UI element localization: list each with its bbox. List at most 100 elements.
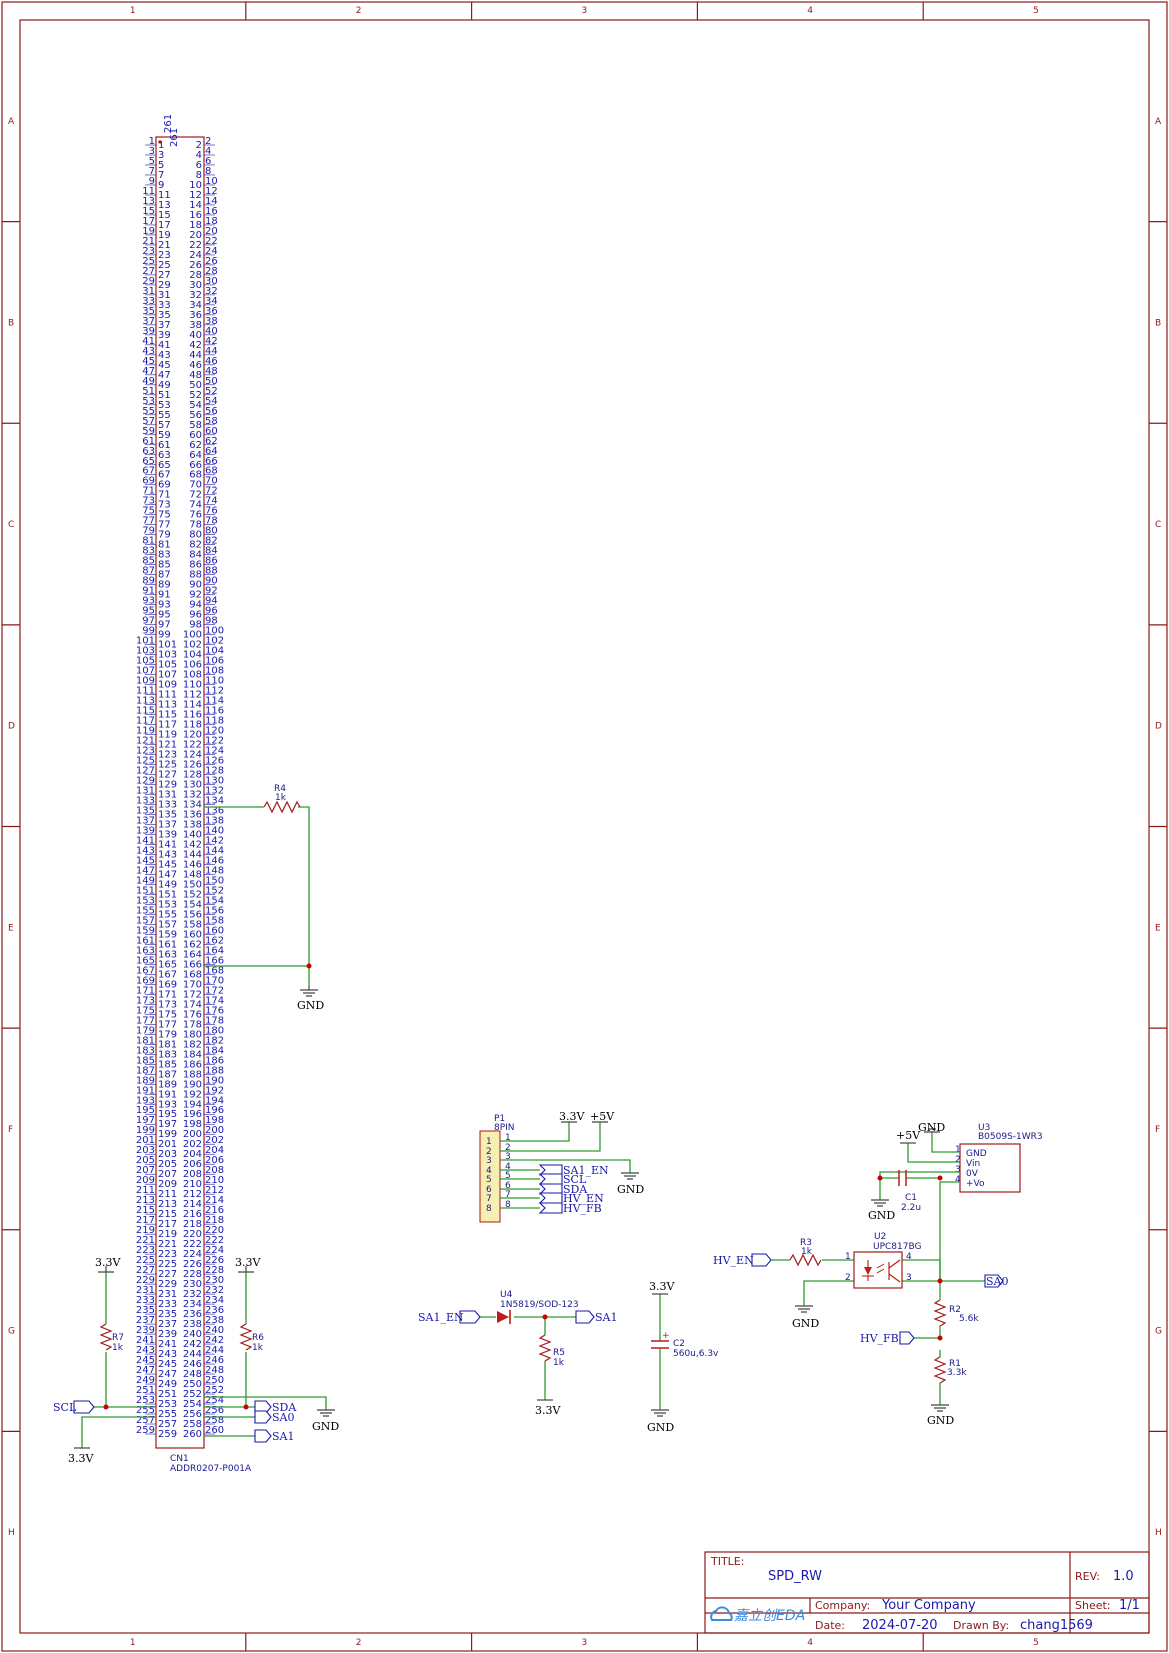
cn1-pin-outer-odd: 191 — [136, 1085, 155, 1096]
zone-row-label: H — [1155, 1528, 1162, 1538]
cn1-pin-inner-odd: 109 — [158, 680, 177, 691]
cn1-pin-outer-even: 42 — [205, 336, 218, 347]
cn1-pin-inner-odd: 97 — [158, 620, 171, 631]
cn1-pin-inner-even: 78 — [189, 520, 202, 531]
cn1-pin-inner-odd: 89 — [158, 580, 171, 591]
u3-ref: U3 — [978, 1123, 990, 1133]
cn1-pin-inner-odd: 119 — [158, 730, 177, 741]
cn1-pin-inner-odd: 159 — [158, 929, 177, 940]
cn1-pin-inner-even: 260 — [183, 1429, 202, 1440]
cn1-pin-inner-even: 190 — [183, 1079, 202, 1090]
cn1-pin-inner-even: 136 — [183, 809, 202, 820]
cn1-pin-outer-odd: 121 — [136, 736, 155, 747]
cn1-pin-outer-even: 210 — [205, 1175, 224, 1186]
p1-net-label-sda: SDA — [563, 1183, 588, 1196]
p1-gnd-label: GND — [617, 1183, 644, 1196]
cn1-pin-outer-even: 234 — [205, 1295, 224, 1306]
cn1-pin-inner-even: 98 — [189, 620, 202, 631]
cn1-pin-inner-even: 154 — [183, 899, 202, 910]
zone-col-label: 2 — [356, 6, 362, 16]
cn1-pin-outer-odd: 183 — [136, 1045, 155, 1056]
cn1-pin-outer-odd: 5 — [149, 156, 155, 167]
cn1-pin-outer-even: 152 — [205, 885, 224, 896]
cn1-pin-inner-odd: 223 — [158, 1249, 177, 1260]
cn1-pin-inner-odd: 113 — [158, 700, 177, 711]
cn1-pin-outer-odd: 155 — [136, 905, 155, 916]
cn1-pin-outer-even: 102 — [205, 636, 224, 647]
cn1-pin-inner-odd: 93 — [158, 600, 171, 611]
cn1-pin-inner-even: 28 — [189, 270, 202, 281]
zone-row-label: E — [1155, 923, 1161, 933]
cn1-pin-inner-odd: 177 — [158, 1019, 177, 1030]
cn1-pin-outer-odd: 229 — [136, 1275, 155, 1286]
cn1-pin-outer-even: 82 — [205, 536, 218, 547]
cn1-pin-outer-even: 214 — [205, 1195, 224, 1206]
optocoupler-u2-circuit: HV_EN R3 1k U2 UPC817BG 1 2 3 4 GND SA0 … — [713, 1232, 1008, 1427]
cn1-pin-outer-even: 24 — [205, 246, 218, 257]
cn1-pin-outer-odd: 157 — [136, 915, 155, 926]
cn1-pin-inner-odd: 199 — [158, 1129, 177, 1140]
cn1-pin-inner-odd: 107 — [158, 670, 177, 681]
cn1-pin-outer-even: 4 — [205, 146, 211, 157]
cn1-pin-outer-odd: 171 — [136, 985, 155, 996]
cn1-pin-inner-odd: 191 — [158, 1089, 177, 1100]
cn1-pin-inner-odd: 9 — [158, 180, 164, 191]
cn1-pin-inner-even: 50 — [189, 380, 202, 391]
scl-port — [73, 1400, 95, 1414]
cn1-pin-inner-even: 18 — [189, 220, 202, 231]
cn1-pin-outer-odd: 113 — [136, 696, 155, 707]
cn1-pin-inner-odd: 123 — [158, 750, 177, 761]
cn1-pin-outer-even: 174 — [205, 995, 224, 1006]
r6-ref: R6 — [252, 1333, 264, 1343]
cn1-pin-outer-odd: 235 — [136, 1305, 155, 1316]
cn1-pin-outer-even: 180 — [205, 1025, 224, 1036]
r7-ref: R7 — [112, 1333, 124, 1343]
cn1-pin-inner-even: 130 — [183, 780, 202, 791]
cn1-pin-inner-odd: 233 — [158, 1299, 177, 1310]
cn1-pin-outer-even: 50 — [205, 376, 218, 387]
zone-row-label: F — [1155, 1125, 1160, 1135]
cn1-pin-outer-odd: 103 — [136, 646, 155, 657]
cn1-pin-inner-odd: 139 — [158, 829, 177, 840]
cn1-pin-outer-odd: 187 — [136, 1065, 155, 1076]
cn1-pin-outer-odd: 161 — [136, 935, 155, 946]
cn1-pin-inner-even: 114 — [183, 700, 202, 711]
cn1-pin-outer-even: 204 — [205, 1145, 224, 1156]
cn1-pin-outer-even: 184 — [205, 1045, 224, 1056]
diode-u4-circuit: SA1_EN U4 1N5819/SOD-123 SA1 R5 1k 3.3V — [418, 1290, 617, 1417]
cn1-pin-outer-even: 68 — [205, 466, 218, 477]
r1-gnd-label: GND — [927, 1414, 954, 1427]
cn1-pin-inner-odd: 213 — [158, 1199, 177, 1210]
cn1-pin-inner-even: 220 — [183, 1229, 202, 1240]
cn1-pin-inner-odd: 227 — [158, 1269, 177, 1280]
cn1-pin-outer-odd: 17 — [142, 216, 155, 227]
cn1-pin-outer-even: 10 — [205, 176, 218, 187]
zone-row-label: C — [1155, 520, 1161, 530]
sda-net-label: SDA — [272, 1401, 297, 1414]
cn1-pin-outer-odd: 9 — [149, 176, 155, 187]
cn1-pin-outer-odd: 23 — [142, 246, 155, 257]
cn1-pin-inner-even: 146 — [183, 859, 202, 870]
zone-col-label: 5 — [1033, 1638, 1039, 1648]
cn1-pin-inner-even: 126 — [183, 760, 202, 771]
cn1-pin-inner-odd: 179 — [158, 1029, 177, 1040]
cn1-pin-outer-even: 28 — [205, 266, 218, 277]
cn1-pin-inner-even: 134 — [183, 799, 202, 810]
cn1-pin-outer-even: 30 — [205, 276, 218, 287]
sheet-label: Sheet: — [1075, 1599, 1111, 1612]
cn1-pin-outer-even: 154 — [205, 895, 224, 906]
cn1-pin-inner-even: 236 — [183, 1309, 202, 1320]
cn1-pin-inner-odd: 13 — [158, 200, 171, 211]
cn1-pin-inner-even: 66 — [189, 460, 202, 471]
zone-col-label: 3 — [582, 1638, 588, 1648]
p1-pin-number-outer: 5 — [505, 1171, 511, 1181]
cn1-pin-inner-odd: 193 — [158, 1099, 177, 1110]
cn1-pin-outer-even: 64 — [205, 446, 218, 457]
title-label: TITLE: — [710, 1555, 744, 1568]
cn1-pin-inner-even: 164 — [183, 949, 202, 960]
cn1-pin-inner-odd: 251 — [158, 1389, 177, 1400]
dcdc-u3: U3 B0509S-1WR3 GND Vin 0V +Vo 1 2 3 4 GN… — [868, 1121, 1043, 1281]
cn1-pin-outer-odd: 185 — [136, 1055, 155, 1066]
gnd-symbol-8 — [931, 1404, 949, 1412]
cn1-pin-inner-even: 22 — [189, 240, 202, 251]
